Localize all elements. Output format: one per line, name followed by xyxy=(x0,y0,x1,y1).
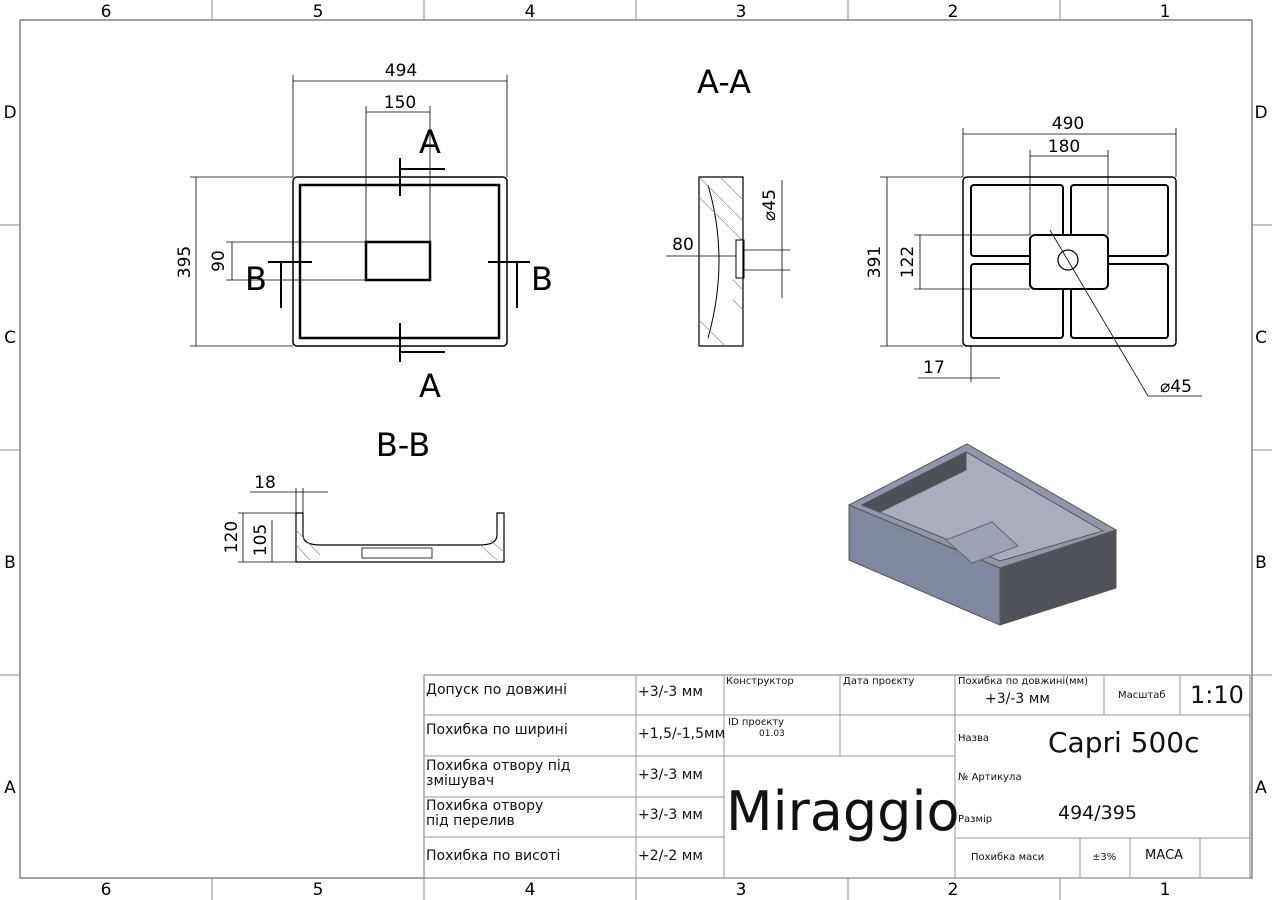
brand-logo: Miraggio xyxy=(726,780,960,843)
column-label: 2 xyxy=(948,880,959,900)
column-label: 6 xyxy=(101,2,112,22)
tolerance-label: Похибка по висоті xyxy=(426,848,561,864)
dimension-label: 150 xyxy=(384,93,416,113)
tolerance-label: Похибка отвору під перелив xyxy=(426,798,544,830)
section-mark: B xyxy=(531,260,553,298)
row-label: C xyxy=(1255,328,1267,348)
name-label: Назва xyxy=(958,733,989,744)
mass-tolerance-label: Похибка маси xyxy=(971,852,1045,863)
column-label: 6 xyxy=(101,880,112,900)
row-label: B xyxy=(1255,553,1267,573)
dimension-label: 90 xyxy=(209,250,229,272)
column-label: 5 xyxy=(313,880,324,900)
column-label: 1 xyxy=(1160,880,1171,900)
row-label: A xyxy=(4,778,16,798)
row-label: C xyxy=(4,328,16,348)
column-label: 2 xyxy=(948,2,959,22)
size-label: Размір xyxy=(958,814,993,825)
section-mark: A xyxy=(419,123,441,161)
dimension-label: ⌀45 xyxy=(760,189,780,221)
dimension-label: 490 xyxy=(1052,114,1084,134)
plan-view: 494 150 395 90 A A B B xyxy=(175,61,553,405)
size-value: 494/395 xyxy=(1058,802,1137,824)
dimension-label: ⌀45 xyxy=(1160,377,1192,397)
tolerance-label: Похибка отвору під змішувач xyxy=(426,758,571,790)
product-name: Capri 500c xyxy=(1048,726,1200,759)
scale-value: 1:10 xyxy=(1190,681,1244,709)
length-tolerance-label: Похибка по довжині(мм) xyxy=(958,676,1089,687)
column-label: 1 xyxy=(1160,2,1171,22)
tolerance-value: +2/-2 мм xyxy=(638,848,703,864)
bottom-view: 490 180 391 122 17 ⌀45 xyxy=(865,114,1202,397)
date-label: Дата проєкту xyxy=(843,676,915,687)
row-label: A xyxy=(1255,778,1267,798)
mass-label: МАСА xyxy=(1145,848,1184,863)
dimension-label: 494 xyxy=(385,61,417,81)
title-block-grid xyxy=(423,674,1251,879)
section-aa-view: A-A 80 ⌀45 xyxy=(666,63,790,347)
length-tolerance-value: +3/-3 мм xyxy=(985,691,1050,707)
designer-label: Конструктор xyxy=(726,676,794,687)
tolerance-value: +3/-3 мм xyxy=(638,807,703,823)
dimension-label: 18 xyxy=(254,473,276,493)
tolerance-value: +1,5/-1,5мм xyxy=(638,726,726,742)
section-bb-view: B-B 18 120 105 xyxy=(222,426,505,563)
isometric-3d-view xyxy=(847,443,1118,626)
row-label: D xyxy=(3,103,16,123)
column-label: 3 xyxy=(736,880,747,900)
dimension-label: 180 xyxy=(1048,137,1080,157)
row-label: B xyxy=(4,553,16,573)
dimension-label: 105 xyxy=(251,524,271,556)
mass-tolerance-value: ±3% xyxy=(1092,852,1117,863)
dimension-label: 80 xyxy=(672,235,694,255)
tolerance-value: +3/-3 мм xyxy=(638,684,703,700)
column-label: 5 xyxy=(313,2,324,22)
section-title: B-B xyxy=(376,426,430,464)
tolerance-value: +3/-3 мм xyxy=(638,767,703,783)
row-label: D xyxy=(1254,103,1267,123)
article-label: № Артикула xyxy=(958,772,1022,783)
section-mark: B xyxy=(245,260,267,298)
dimension-label: 122 xyxy=(898,246,918,278)
dimension-label: 391 xyxy=(865,246,885,278)
tolerance-label: Допуск по довжині xyxy=(426,682,567,698)
column-label: 4 xyxy=(525,2,536,22)
section-mark: A xyxy=(419,367,441,405)
dimension-label: 120 xyxy=(222,521,242,553)
project-id-label: ID проєкту xyxy=(728,717,785,728)
scale-label: Масштаб xyxy=(1118,690,1166,701)
dimension-label: 395 xyxy=(175,246,195,278)
section-title: A-A xyxy=(697,63,751,101)
column-label: 4 xyxy=(525,880,536,900)
column-label: 3 xyxy=(736,2,747,22)
tolerance-label: Похибка по ширині xyxy=(426,722,568,738)
project-id: 01.03 xyxy=(759,729,785,739)
dimension-label: 17 xyxy=(923,358,945,378)
